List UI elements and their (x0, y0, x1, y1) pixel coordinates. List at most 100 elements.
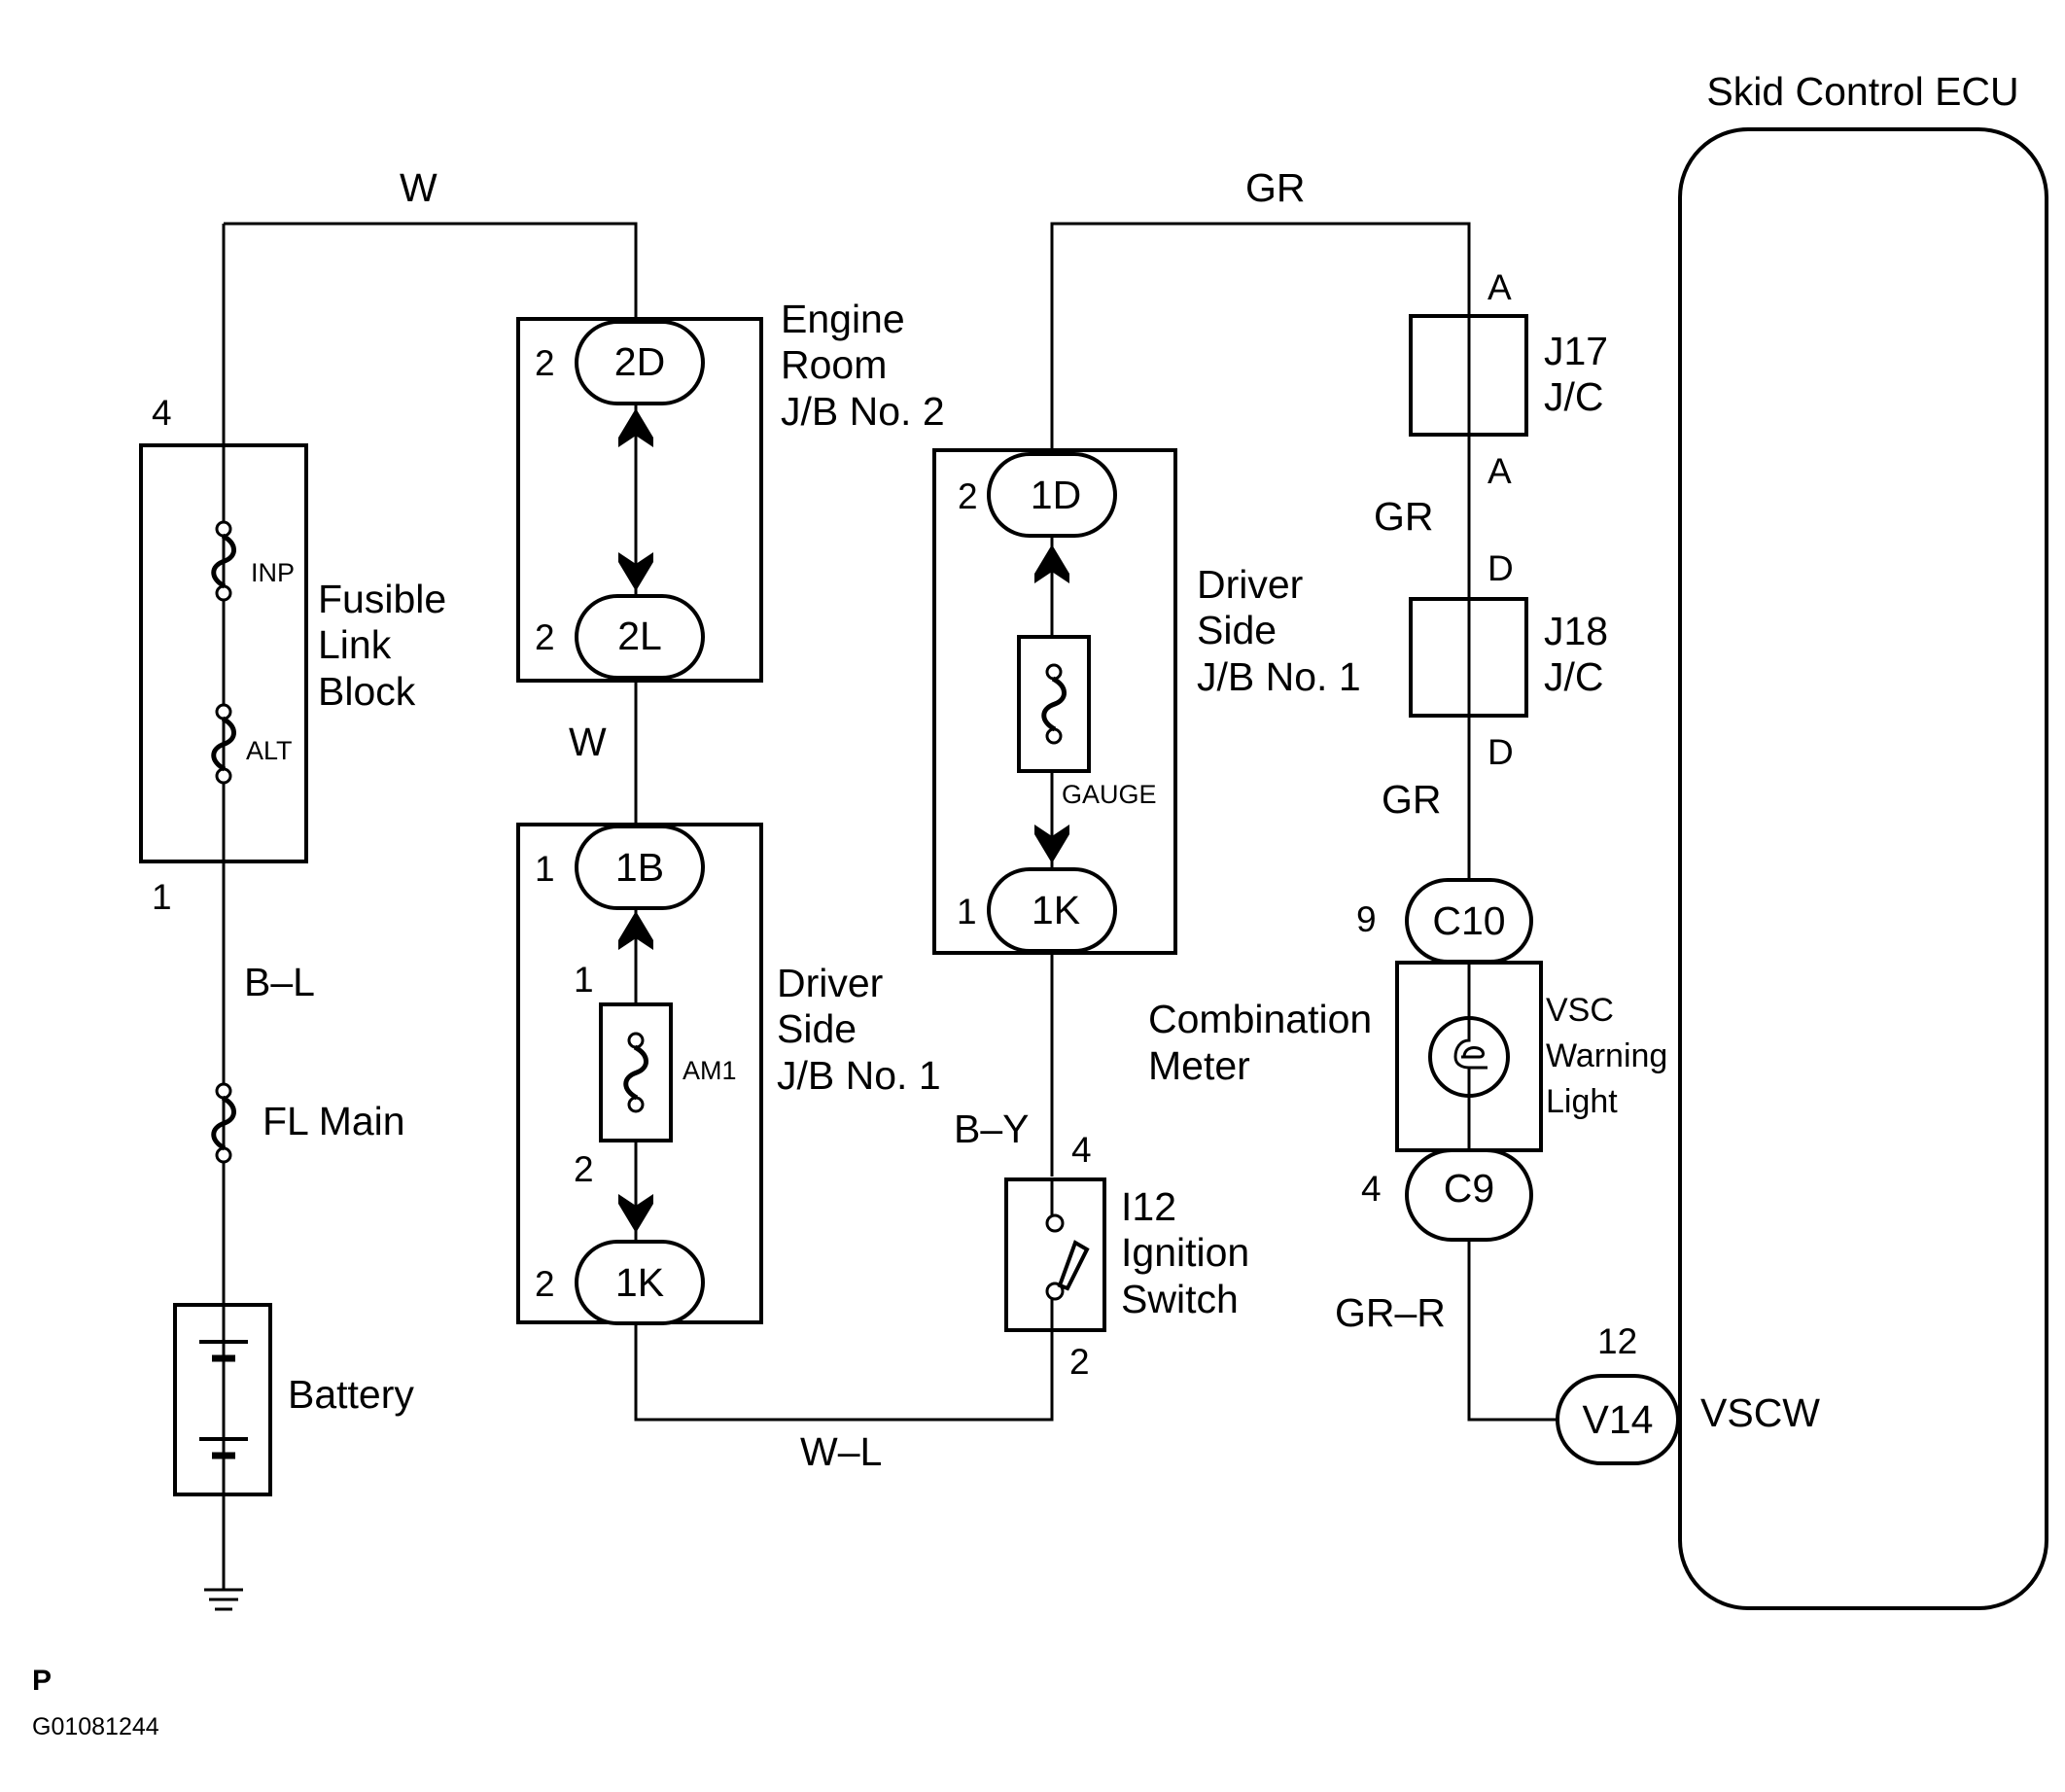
wire-label-b-l: B–L (244, 960, 315, 1004)
connector-1k-right-label: 1K (1032, 888, 1080, 932)
engine-room-jb2: 2D 2 2L 2 Engine Room J/B No. 2 (516, 297, 945, 683)
connector-2l-label: 2L (617, 614, 662, 658)
fusible-label-3: Block (318, 669, 416, 714)
ecu-title: Skid Control ECU (1706, 69, 2018, 114)
combination-meter: C10 9 C9 4 Combination Meter VSC Warning… (1148, 878, 1667, 1242)
wire-ground (204, 1494, 243, 1611)
connector-c9 (1405, 1148, 1533, 1242)
jb2-label-1: Engine (781, 297, 905, 341)
skid-control-ecu-box (1678, 127, 2048, 1610)
connector-1d-label: 1D (1031, 473, 1081, 517)
driver-side-jb1-left: 1B 1 AM1 1 2 1K 2 Driver Side J/B No. 1 (516, 823, 941, 1325)
j18-pin-bottom: D (1488, 732, 1514, 772)
battery-label: Battery (288, 1372, 414, 1417)
warning-light-bulb-icon (1428, 1016, 1510, 1098)
fusible-label-1: Fusible (318, 577, 446, 621)
j17-box (1409, 314, 1528, 437)
meter-label-2: Meter (1148, 1043, 1250, 1088)
fusible-pin-top: 4 (152, 393, 172, 433)
connector-c10-pin: 9 (1356, 899, 1377, 939)
jb2-label-3: J/B No. 2 (781, 389, 945, 434)
j17-pin-top: A (1488, 267, 1512, 307)
connector-1d-pin: 2 (958, 476, 978, 516)
connector-1k-left (575, 1240, 705, 1325)
fuse-alt-label: ALT (246, 736, 293, 765)
jb1-right-label-3: J/B No. 1 (1197, 654, 1361, 699)
fl-main: FL Main (214, 1084, 405, 1162)
connector-2d-pin: 2 (535, 343, 555, 383)
fusible-link-block: INP ALT 4 1 Fusible Link Block (139, 393, 446, 917)
wire-label-gr-low: GR (1382, 777, 1442, 822)
fusible-link-box (139, 443, 308, 863)
footer-letter: P (32, 1665, 52, 1697)
battery: Battery (173, 1303, 414, 1496)
wire-gr-top (1050, 222, 1471, 880)
vsc-light-label-1: VSC (1546, 992, 1614, 1029)
wire-w-l-bottom (634, 1322, 1054, 1422)
switch-icon (1045, 1179, 1090, 1330)
j18-label-2: J/C (1544, 654, 1604, 699)
fl-main-label: FL Main (262, 1099, 405, 1143)
connector-1b-label: 1B (615, 845, 664, 890)
connector-c9-label: C9 (1444, 1166, 1494, 1211)
ignition-switch: 4 2 I12 Ignition Switch (1004, 1130, 1249, 1382)
connector-1k-left-pin: 2 (535, 1264, 555, 1304)
wire-color-labels: W W B–L W–L B–Y GR GR GR GR–R (244, 165, 1446, 1474)
connector-2l-pin: 2 (535, 617, 555, 657)
wire-label-w-l: W–L (800, 1429, 882, 1474)
ignition-label-3: Switch (1121, 1277, 1239, 1321)
fusible-label-2: Link (318, 622, 392, 667)
j17-pin-bottom: A (1488, 451, 1512, 491)
vsc-light-label-2: Warning (1546, 1037, 1667, 1074)
gauge-label: GAUGE (1062, 780, 1157, 809)
am1-pin-bottom: 2 (574, 1149, 594, 1189)
connector-1d (987, 452, 1117, 538)
driver-side-jb1-right: 1D 2 GAUGE 1K 1 Driver Side J/B No. 1 (932, 448, 1361, 955)
wire-w-top (224, 222, 638, 319)
connector-1k-left-label: 1K (615, 1260, 664, 1305)
fuse-inp-label: INP (251, 558, 295, 587)
wire-label-b-y: B–Y (954, 1107, 1030, 1151)
jb1-right-label-2: Side (1197, 608, 1277, 652)
am1-pin-top: 1 (574, 960, 594, 1000)
wire-label-gr-mid: GR (1374, 494, 1434, 539)
vsc-light-label-3: Light (1546, 1083, 1618, 1120)
jb1-right-label-1: Driver (1197, 562, 1303, 607)
connector-2d (575, 320, 705, 405)
j17-label-2: J/C (1544, 374, 1604, 419)
fusible-pin-bottom: 1 (152, 877, 172, 917)
j18-pin-top: D (1488, 548, 1514, 588)
ignition-pin-bottom: 2 (1069, 1342, 1090, 1382)
ignition-switch-box (1004, 1177, 1106, 1332)
connector-2d-label: 2D (614, 339, 665, 384)
connector-1b (575, 825, 705, 910)
figure-footer: P G01081244 (32, 1665, 159, 1740)
skid-control-ecu: Skid Control ECU V14 12 VSCW (1556, 69, 2048, 1610)
wire-label-w-mid: W (569, 720, 607, 764)
footer-code: G01081244 (32, 1713, 159, 1740)
fuse-alt-icon (214, 705, 234, 783)
fuse-inp-icon (214, 522, 234, 600)
j17-junction: A A J17 J/C (1409, 267, 1608, 491)
vscw-terminal-label: VSCW (1700, 1390, 1820, 1435)
jb1-left-label-3: J/B No. 1 (777, 1053, 941, 1098)
j18-box (1409, 597, 1528, 718)
connector-1b-pin: 1 (535, 849, 555, 889)
connector-c10-label: C10 (1432, 898, 1505, 943)
engine-room-jb2-box (516, 317, 763, 683)
connector-v14-pin: 12 (1597, 1321, 1637, 1361)
jb2-label-2: Room (781, 342, 887, 387)
connector-2l (575, 594, 705, 680)
j18-label-1: J18 (1544, 609, 1608, 653)
jb1-left-label-2: Side (777, 1006, 857, 1051)
connector-v14-label: V14 (1583, 1397, 1654, 1442)
connector-c9-pin: 4 (1361, 1169, 1382, 1209)
j17-label-1: J17 (1544, 329, 1608, 373)
wire-label-w-top: W (400, 165, 438, 210)
connector-1k-right-pin: 1 (957, 892, 977, 931)
wire-label-gr-r: GR–R (1335, 1290, 1446, 1335)
connector-v14 (1556, 1374, 1680, 1465)
meter-label-1: Combination (1148, 997, 1372, 1041)
j18-junction: D D J18 J/C (1409, 548, 1608, 772)
